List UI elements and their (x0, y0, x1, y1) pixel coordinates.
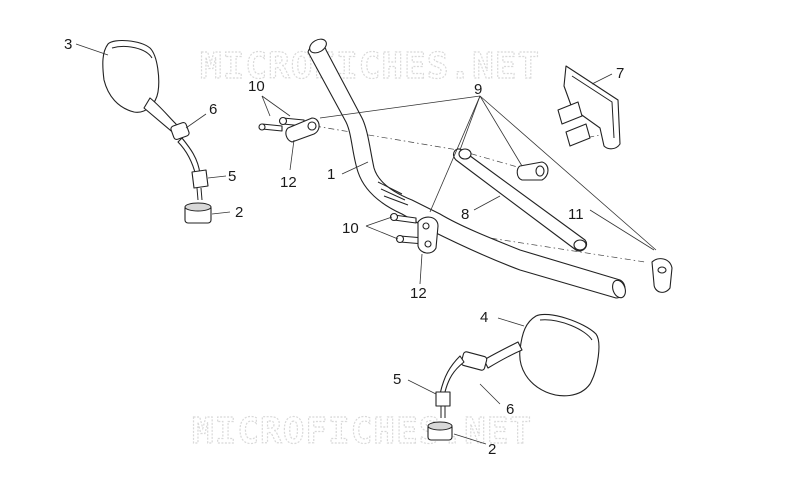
callout-2-top: 2 (235, 204, 243, 221)
callout-5-top: 5 (228, 168, 236, 185)
callout-12-top: 12 (280, 174, 297, 191)
left-mirror-part (102, 39, 212, 224)
watermark-top: MICROFICHES.NET (200, 46, 540, 87)
handlebar-part (307, 38, 626, 299)
callout-1: 1 (327, 166, 335, 183)
watermark-bottom: MICROFICHES.NET (192, 411, 532, 452)
right-mirror-part (427, 313, 600, 441)
callout-6-bottom: 6 (506, 401, 514, 418)
callout-9: 9 (474, 81, 482, 98)
callout-4: 4 (480, 309, 488, 326)
callout-10-top: 10 (248, 78, 265, 95)
callout-8: 8 (461, 206, 469, 223)
callout-10-bottom: 10 (342, 220, 359, 237)
callout-2-bottom: 2 (488, 441, 496, 458)
callout-5-bottom: 5 (393, 371, 401, 388)
callout-labels: 3 6 5 2 10 12 1 9 7 8 11 10 12 4 5 6 2 (64, 36, 624, 458)
mounting-plate-part (557, 65, 621, 150)
callout-7: 7 (616, 65, 624, 82)
lower-clamp-assembly (389, 212, 439, 254)
leader-lines (75, 43, 657, 445)
callout-6-top: 6 (209, 101, 217, 118)
callout-3: 3 (64, 36, 72, 53)
callout-11: 11 (568, 206, 584, 223)
callout-12-bottom: 12 (410, 285, 427, 302)
upper-clamp-assembly (258, 116, 320, 143)
brace-clamp-part (516, 161, 673, 293)
